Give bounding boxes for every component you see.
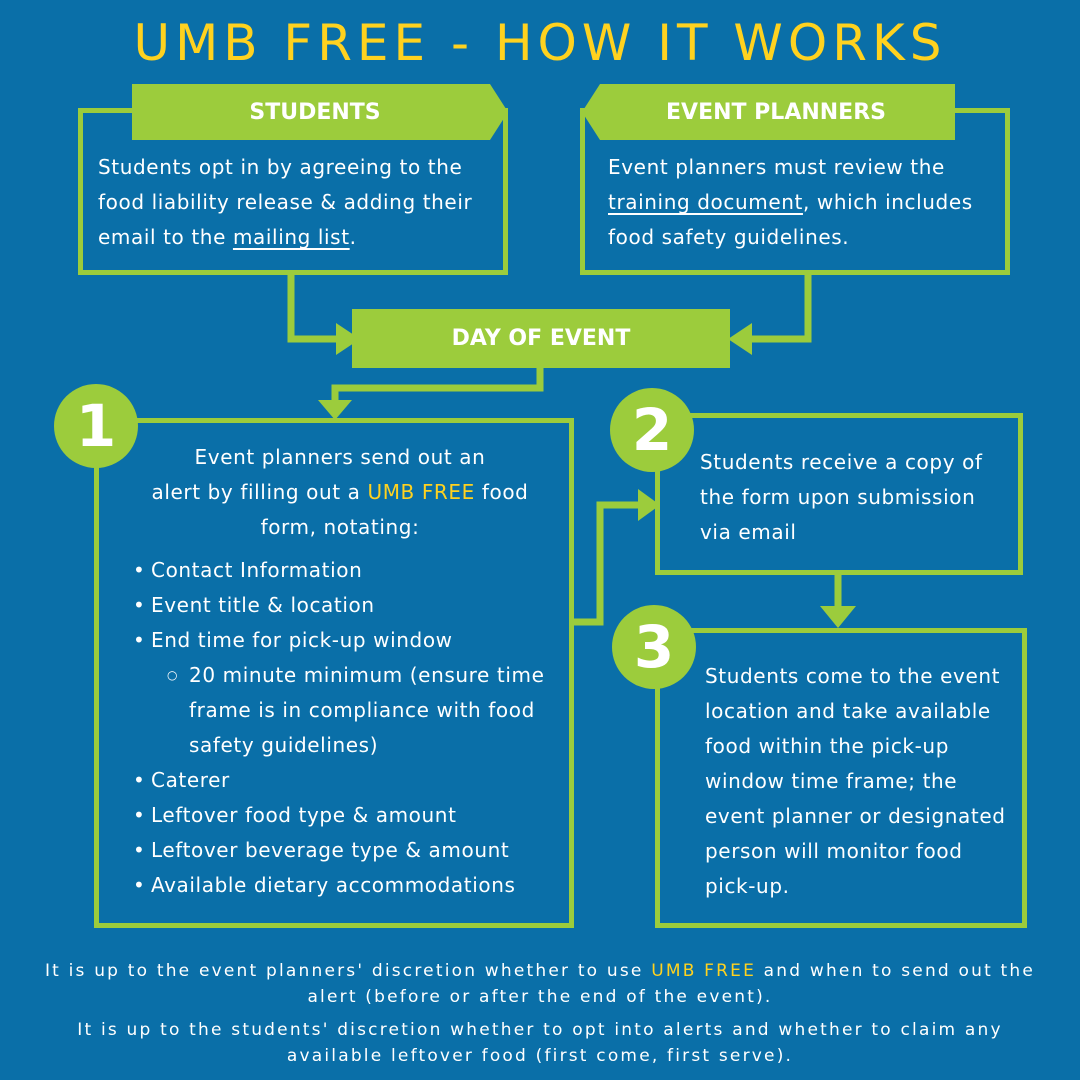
planners-heading: EVENT PLANNERS xyxy=(666,99,886,125)
step2-number-badge: 2 xyxy=(610,388,694,472)
students-heading: STUDENTS xyxy=(249,99,381,125)
step1-box xyxy=(94,418,574,928)
step3-box xyxy=(655,628,1027,928)
list-item: Event title & location xyxy=(131,588,569,623)
page-title: UMB FREE - HOW IT WORKS xyxy=(133,14,947,72)
list-item: Leftover beverage type & amount xyxy=(131,833,569,868)
list-item: Leftover food type & amount xyxy=(131,798,569,833)
umb-free-highlight: UMB FREE xyxy=(651,961,757,981)
step1-number-badge: 1 xyxy=(54,384,138,468)
arrow-step1-to-step2 xyxy=(572,501,640,626)
arrowhead-students xyxy=(336,323,360,355)
arrowhead-planners xyxy=(728,323,752,355)
step2-text: Students receive a copy of the form upon… xyxy=(700,450,983,544)
umb-free-highlight: UMB FREE xyxy=(367,480,475,504)
training-document-link[interactable]: training document xyxy=(608,190,803,214)
footer-note-students: It is up to the students' discretion whe… xyxy=(77,1020,1003,1066)
list-item: Available dietary accommodations xyxy=(131,868,569,903)
list-item: End time for pick-up window xyxy=(131,623,569,658)
planners-text: Event planners must review the training … xyxy=(608,155,973,249)
step2-box xyxy=(655,413,1023,575)
step3-number-badge: 3 xyxy=(612,605,696,689)
list-item: Contact Information xyxy=(131,553,569,588)
arrow-planners-to-day xyxy=(746,272,812,343)
arrow-day-to-step1 xyxy=(331,368,544,404)
arrowhead-step1 xyxy=(318,400,352,420)
list-item: Caterer xyxy=(131,763,569,798)
mailing-list-link[interactable]: mailing list xyxy=(232,225,350,249)
step1-list: Contact Information Event title & locati… xyxy=(131,553,569,903)
step1-intro: Event planners send out an alert by fill… xyxy=(151,445,529,539)
day-of-event-banner: DAY OF EVENT xyxy=(352,309,730,368)
footer-note-planners: It is up to the event planners' discreti… xyxy=(44,961,1036,1007)
arrow-students-to-day xyxy=(287,272,338,343)
sub-list-item: 20 minute minimum (ensure time frame is … xyxy=(131,658,569,763)
step3-text: Students come to the event location and … xyxy=(705,664,1006,898)
arrowhead-step2 xyxy=(638,489,660,521)
arrowhead-step3 xyxy=(820,606,856,628)
students-text: Students opt in by agreeing to the food … xyxy=(98,155,473,249)
